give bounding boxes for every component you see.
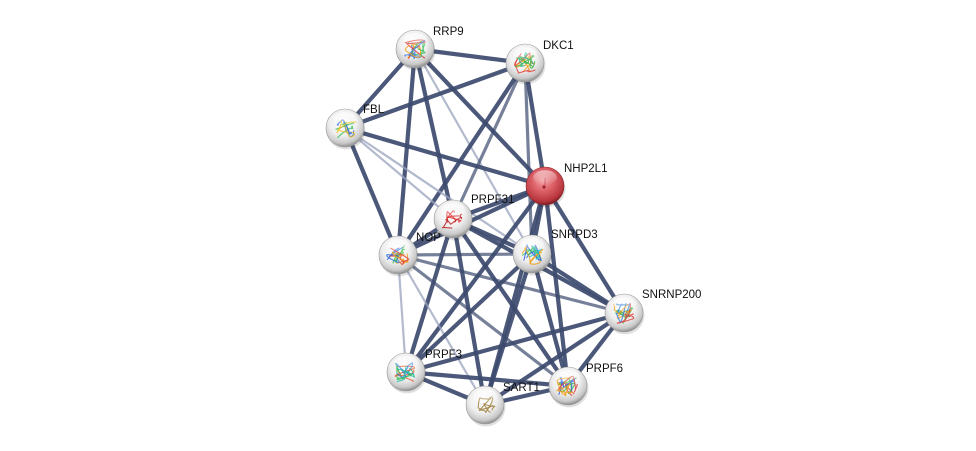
node-label-prpf6: PRPF6 [586,363,623,375]
node-snrpd3[interactable] [512,234,553,276]
edge-snrnp200-prpf3[interactable] [403,310,627,375]
edge-prpf31-prpf6[interactable] [450,216,571,389]
edge-nhp2l1-snrnp200[interactable] [542,183,627,316]
node-prpf3[interactable] [386,352,427,394]
edge-nop-prpf6[interactable] [396,253,570,388]
sphere-gloss [333,112,357,127]
node-label-sart1: SART1 [503,382,540,394]
edge-dkc1-nhp2l1[interactable] [522,60,548,189]
node-label-nhp2l1: NHP2L1 [564,163,607,175]
edge-nop-snrnp200[interactable] [396,253,626,315]
node-snrnp200[interactable] [604,293,645,335]
edge-nhp2l1-prpf3[interactable] [403,183,548,375]
node-label-fbl: FBL [363,104,385,116]
edge-nop-prpf3[interactable] [396,253,408,374]
edge-rrp9-prpf31[interactable] [412,46,456,222]
sphere-gloss [386,239,410,254]
sphere-gloss [394,356,418,371]
node-rrp9[interactable] [395,29,436,71]
sphere-gloss [612,297,636,312]
node-label-dkc1: DKC1 [543,40,574,52]
node-label-snrnp200: SNRNP200 [642,289,701,301]
sphere-gloss [513,47,537,62]
node-nhp2l1[interactable] [525,166,566,208]
edge-nop-snrpd3[interactable] [396,252,534,257]
node-nop[interactable] [378,235,419,277]
node-label-nop: NOP [416,232,441,244]
node-label-prpf31: PRPF31 [471,194,514,206]
edge-dkc1-fbl[interactable] [342,60,528,131]
edge-rrp9-nop[interactable] [395,46,418,258]
node-label-rrp9: RRP9 [433,26,464,38]
edge-prpf31-prpf3[interactable] [403,216,456,375]
edge-dkc1-nop[interactable] [395,60,528,258]
edge-dkc1-prpf31[interactable] [451,61,527,221]
node-prpf6[interactable] [548,366,589,408]
edges-layer [342,46,627,408]
edge-fbl-nop[interactable] [342,125,401,258]
node-fbl[interactable] [325,108,366,150]
node-prpf31[interactable] [433,199,474,241]
node-label-snrpd3: SNRPD3 [551,229,598,241]
edge-fbl-snrpd3[interactable] [343,126,534,256]
edge-fbl-nhp2l1[interactable] [342,125,548,189]
edge-rrp9-snrpd3[interactable] [413,47,534,256]
edge-nop-sart1[interactable] [396,253,487,407]
edge-prpf3-prpf6[interactable] [403,369,571,389]
edge-snrpd3-prpf6[interactable] [529,251,571,389]
edge-fbl-prpf31[interactable] [343,126,455,221]
sphere-gloss [556,370,580,385]
node-sart1[interactable] [465,385,506,427]
node-label-prpf3: PRPF3 [425,349,462,361]
node-dkc1[interactable] [505,43,546,85]
edge-rrp9-nhp2l1[interactable] [412,46,548,189]
sphere-gloss [441,203,465,218]
sphere-gloss [520,238,544,253]
sphere-gloss [403,33,427,48]
edge-snrnp200-sart1[interactable] [482,310,627,408]
sphere-gloss [473,389,497,404]
edge-dkc1-snrpd3[interactable] [523,61,534,256]
sphere-gloss [533,170,557,185]
nodes-layer [325,29,645,427]
edge-snrpd3-prpf3[interactable] [403,251,535,375]
